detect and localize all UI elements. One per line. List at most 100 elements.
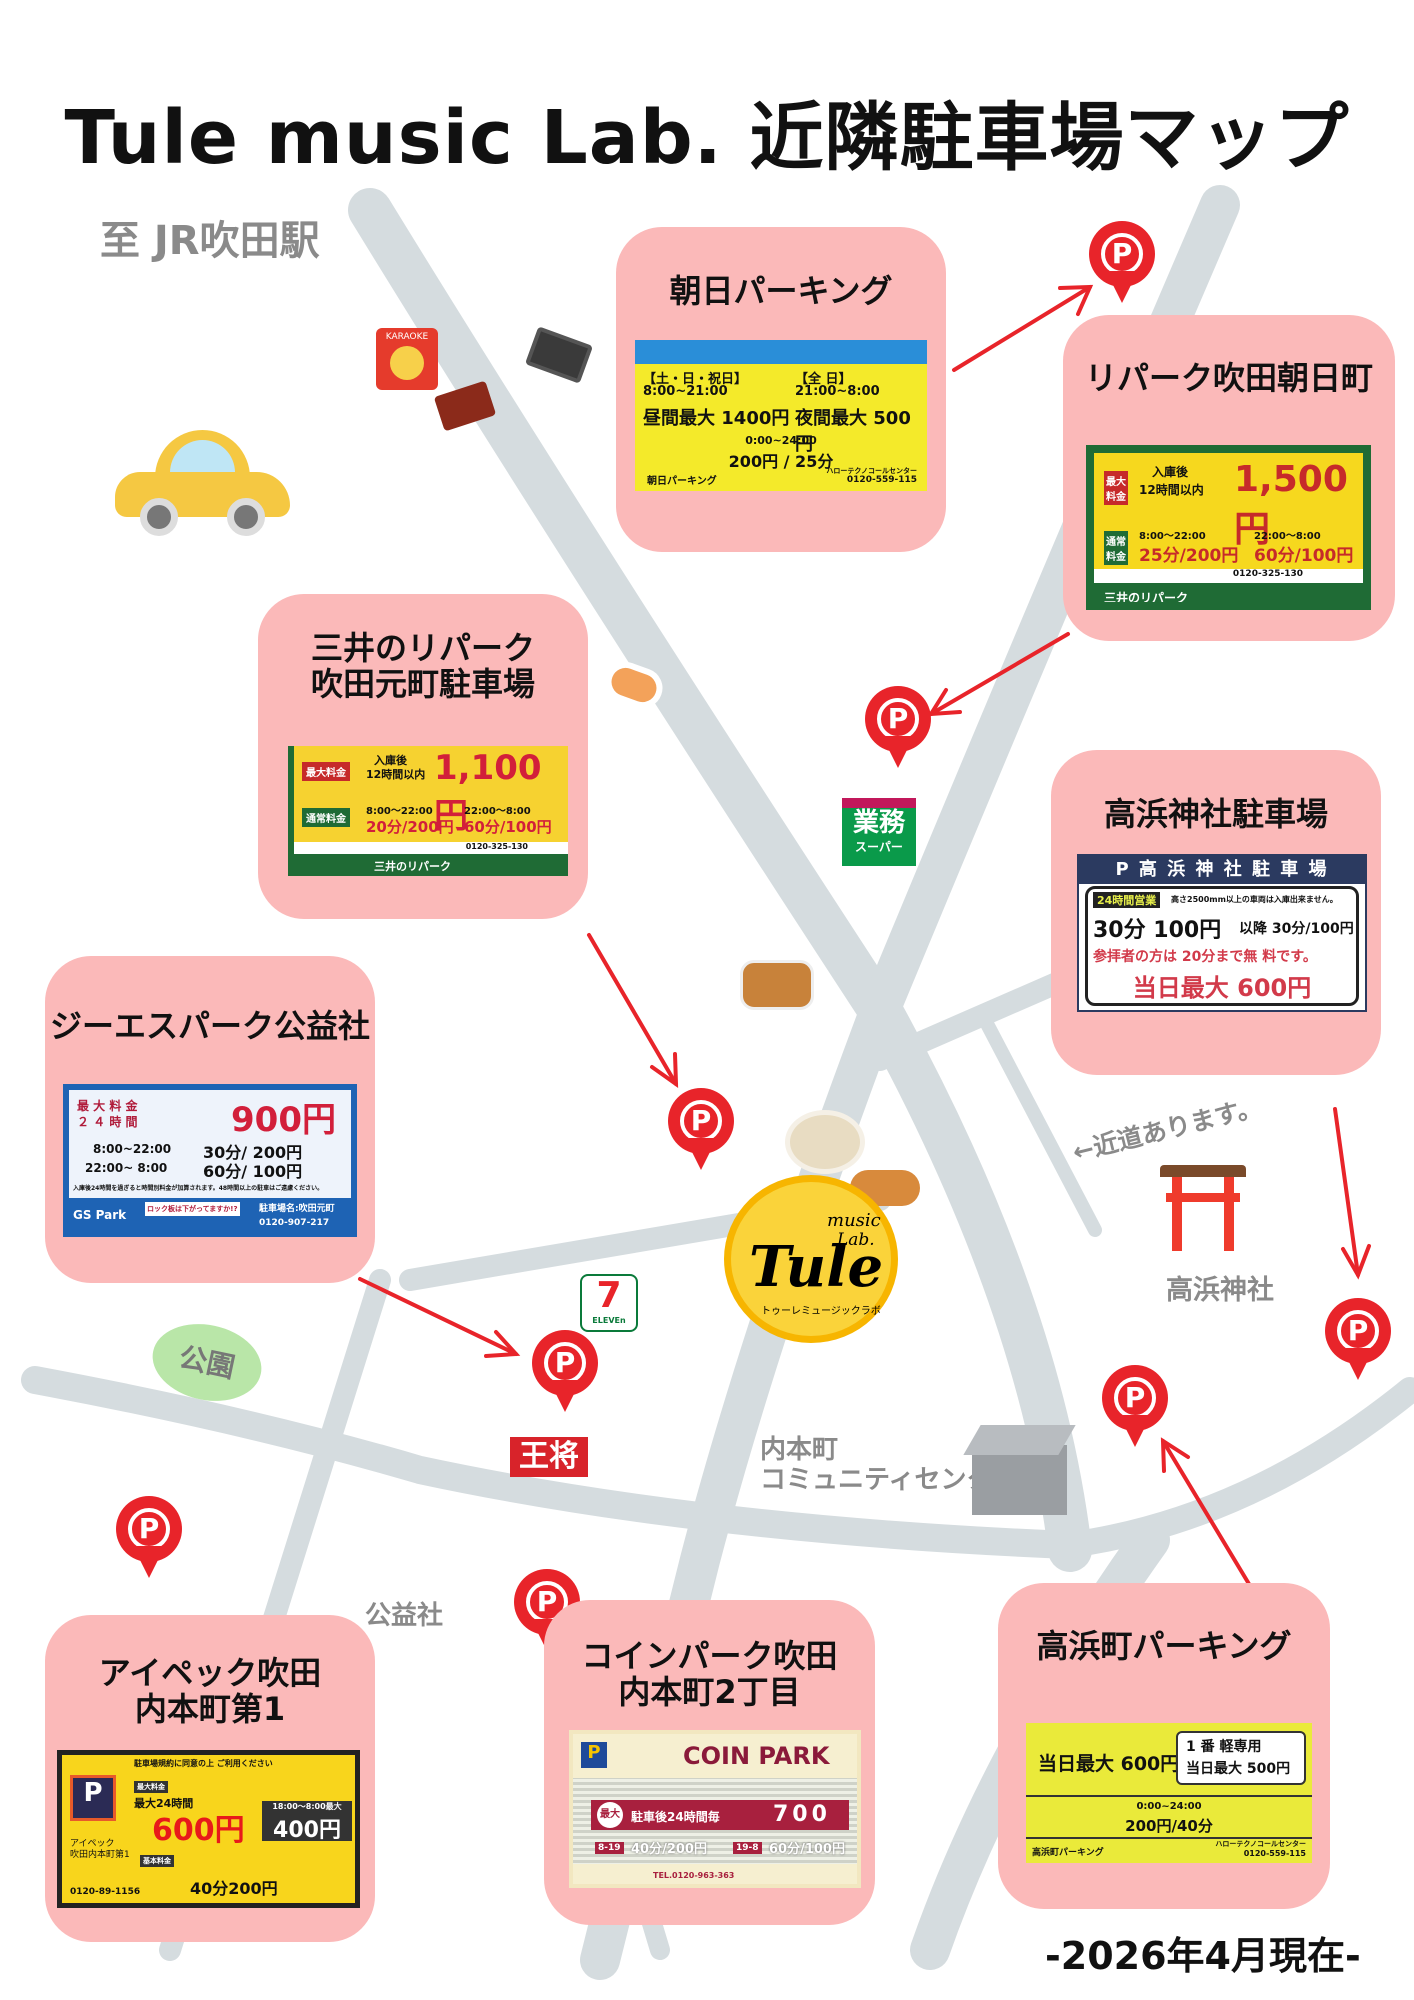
sign-text: 0:00~24:00 xyxy=(1136,1801,1202,1812)
parking-pin-takahama-town[interactable]: P xyxy=(1102,1365,1168,1449)
parking-pin-gspark[interactable]: P xyxy=(532,1330,598,1414)
sign-text: 最大24時間 xyxy=(134,1797,194,1810)
logo-kana: トゥーレミュージックラボ xyxy=(761,1306,881,1317)
sign-text: 最大料金 xyxy=(134,1781,168,1793)
car-icon xyxy=(115,430,295,540)
sign-takahama-shrine: P 高 浜 神 社 駐 車 場 24時間営業 高さ2500mm以上の車両は入庫出… xyxy=(1077,854,1367,1012)
sign-text: ハローテクノコールセンター xyxy=(826,467,917,475)
ipec-p-logo: P xyxy=(70,1775,116,1821)
card-asahi-parking: 朝日パーキング 【土・日・祝日】 8:00~21:00 昼間最大 1400円 【… xyxy=(616,227,946,552)
sign-text: ２ ４ 時 間 xyxy=(77,1115,138,1129)
sign-repark-motomachi: 最大料金 入庫後 12時間以内 1,100円 通常料金 8:00～22:00 2… xyxy=(288,746,568,876)
sign-text: 基本料金 xyxy=(140,1855,174,1867)
pin-p-icon: P xyxy=(877,698,919,740)
card-title: 吹田元町駐車場 xyxy=(310,665,535,703)
sign-text: 60分/100円 xyxy=(464,818,552,836)
sign-text: GS Park xyxy=(73,1208,127,1222)
seven-sub: ELEVEn xyxy=(592,1316,626,1325)
card-title: ジーエスパーク公益社 xyxy=(49,1007,370,1045)
seven-number: 7 xyxy=(596,1275,622,1316)
parking-pin-asahi[interactable]: P xyxy=(1089,221,1155,305)
sign-text: 24時間営業 xyxy=(1093,892,1161,908)
sign-text: 19-8 xyxy=(733,1842,762,1854)
parking-pin-ipec[interactable]: P xyxy=(116,1496,182,1580)
station-direction-label: 至 JR吹田駅 xyxy=(100,218,320,264)
parking-pin-repark-asahi[interactable]: P xyxy=(865,686,931,770)
road-east-branch xyxy=(869,964,1086,1071)
card-coinpark-uchihonmachi: コインパーク吹田 内本町2丁目 P COIN PARK 最大 駐車後24時間毎 … xyxy=(544,1600,875,1925)
logo-lab: Lab. xyxy=(837,1230,875,1250)
sign-text: 60分/100円 xyxy=(769,1842,845,1857)
sign-text: 参拝者の方は 20分まで無 料です。 xyxy=(1093,949,1317,965)
shrine-label: 高浜神社 xyxy=(1166,1275,1274,1306)
arrow-takahama-shrine xyxy=(1333,1107,1371,1280)
sign-text: 当日最大 600円 xyxy=(1132,974,1312,1002)
sign-text: 最 大 料 金 xyxy=(77,1099,138,1113)
sign-text: 200円 / 25分 xyxy=(728,452,834,471)
sign-text: 0120-559-115 xyxy=(1243,1849,1306,1858)
sign-text: 600円 xyxy=(152,1813,245,1848)
sign-text: 入庫後 xyxy=(374,754,407,767)
logo-music: music xyxy=(827,1210,881,1231)
sign-text: 0120-325-130 xyxy=(294,842,568,854)
card-title: コインパーク吹田 xyxy=(581,1637,838,1675)
sign-text: 8:00～22:00 xyxy=(1139,531,1206,542)
sign-text: 30分/ 200円 xyxy=(203,1143,303,1162)
sign-text: 8:00~22:00 xyxy=(93,1142,172,1156)
torii-icon xyxy=(1160,1165,1246,1255)
pin-p-icon: P xyxy=(128,1508,170,1550)
sign-text: 30分 100円 xyxy=(1093,918,1222,943)
building-icon xyxy=(963,1425,1076,1515)
gyomu-sub-label: スーパー xyxy=(855,840,903,854)
sign-text: 200円/40分 xyxy=(1125,1817,1213,1835)
arrow-takahama-town xyxy=(1160,1437,1251,1586)
sign-text: 40分/200円 xyxy=(631,1842,707,1857)
sign-text: 1,500円 xyxy=(1234,459,1348,550)
sign-text: 12時間以内 xyxy=(1139,483,1204,497)
sign-text: 最大料金 xyxy=(1104,471,1128,505)
sign-text: 20分/200円 xyxy=(366,818,454,836)
sign-text: 400円 xyxy=(273,1818,341,1843)
sign-text: 当日最大 500円 xyxy=(1186,1761,1291,1777)
card-title: 内本町2丁目 xyxy=(618,1673,801,1711)
sign-text: アイペック xyxy=(70,1839,115,1849)
sign-ipec: 駐車場規約に同意の上 ご利用ください P 最大料金 最大24時間 600円 18… xyxy=(57,1750,360,1908)
sign-text: 0120-325-130 xyxy=(1094,569,1363,583)
road-right xyxy=(1057,1377,1414,1558)
sign-text: 8:00～22:00 xyxy=(366,806,433,817)
sign-text: 最大 xyxy=(597,1802,623,1828)
card-title: 高浜町パーキング xyxy=(1036,1627,1292,1665)
karaage-icon xyxy=(740,960,814,1010)
pin-p-icon: P xyxy=(680,1100,722,1142)
sign-text: 25分/200円 xyxy=(1139,546,1239,566)
pin-p-icon: P xyxy=(1337,1310,1379,1352)
parking-pin-takahama-shrine[interactable]: P xyxy=(1325,1298,1391,1382)
sign-repark-asahi: 最大料金 入庫後 12時間以内 1,500円 通常料金 8:00～22:00 2… xyxy=(1086,445,1371,610)
parking-pin-repark-motomachi[interactable]: P xyxy=(668,1088,734,1172)
card-title: 朝日パーキング xyxy=(669,272,893,310)
sign-text: ハローテクノコールセンター xyxy=(1215,1840,1306,1848)
sign-text: 60分/100円 xyxy=(1254,546,1354,566)
kouekisha-label: 公益社 xyxy=(365,1601,444,1631)
sign-text: 0120-907-217 xyxy=(259,1218,330,1228)
ramen-icon xyxy=(785,1110,865,1174)
sign-text: 駐車場名:吹田元町 xyxy=(259,1204,335,1214)
sign-text: 8:00~21:00 xyxy=(643,384,728,399)
sign-asahi: 【土・日・祝日】 8:00~21:00 昼間最大 1400円 【全 日】 21:… xyxy=(635,340,927,491)
card-title: アイペック吹田 xyxy=(98,1654,322,1692)
card-takahama-town-parking: 高浜町パーキング 当日最大 600円 1 番 軽専用 当日最大 500円 0:0… xyxy=(998,1583,1330,1909)
card-ipec-uchihonmachi: アイペック吹田 内本町第1 駐車場規約に同意の上 ご利用ください P 最大料金 … xyxy=(45,1615,375,1942)
card-repark-asahi: リパーク吹田朝日町 最大料金 入庫後 12時間以内 1,500円 通常料金 8:… xyxy=(1063,315,1395,641)
card-title: 三井のリパーク xyxy=(310,629,535,667)
sign-text: 【土・日・祝日】 xyxy=(643,372,748,387)
sign-text: 夜間最大 500円 xyxy=(795,408,911,455)
sign-text: 【全 日】 xyxy=(795,372,852,387)
sign-text: 1,100円 xyxy=(434,748,542,836)
sign-text: 8-19 xyxy=(595,1842,624,1854)
sign-coinpark: P COIN PARK 最大 駐車後24時間毎 700 8-19 40分/200… xyxy=(569,1730,861,1888)
karaoke-icon: KARAOKE xyxy=(376,328,438,390)
date-note: -2026年4月現在- xyxy=(1045,1934,1361,1978)
sign-text: 通常料金 xyxy=(302,808,350,827)
